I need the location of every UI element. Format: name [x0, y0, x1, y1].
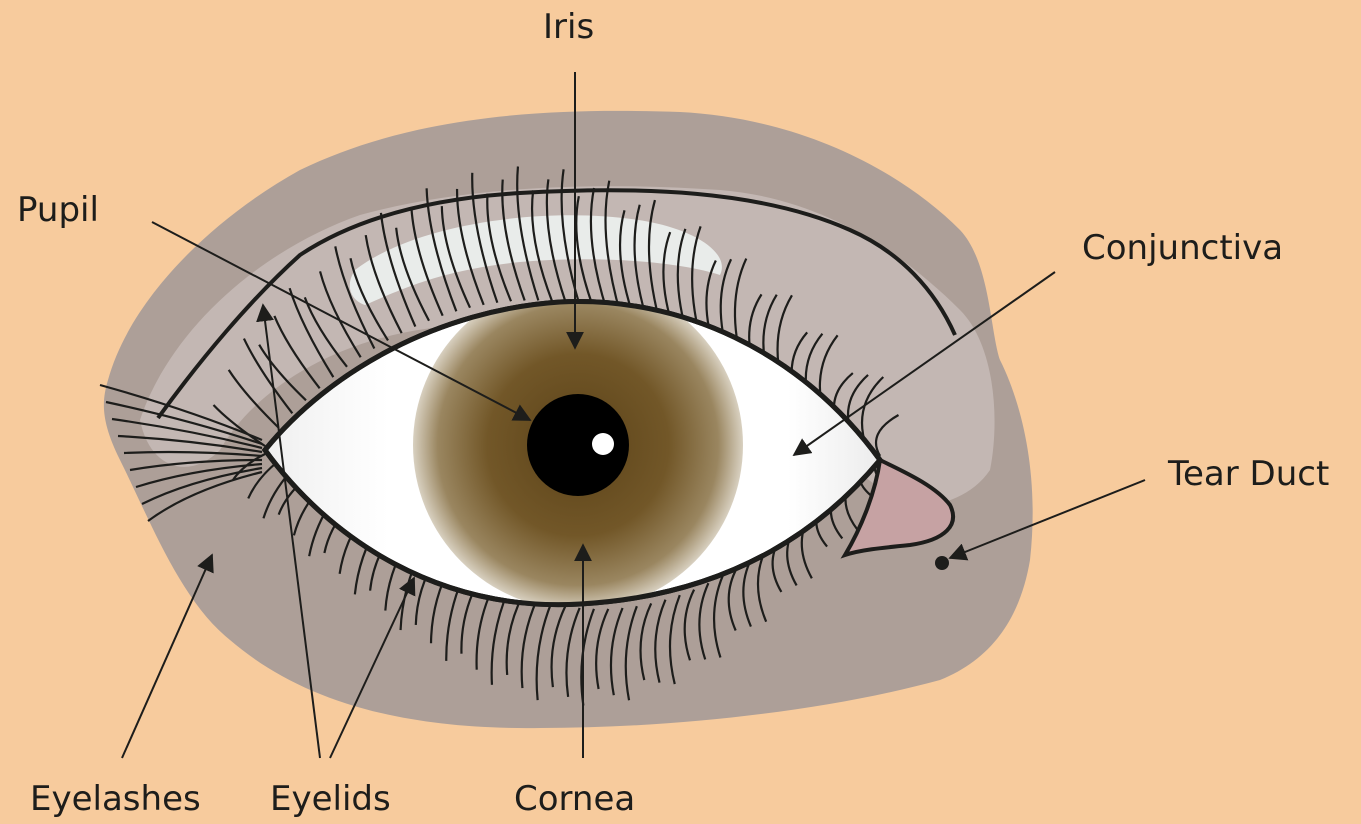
label-eyelids: Eyelids	[270, 782, 391, 816]
label-pupil: Pupil	[17, 193, 99, 227]
label-cornea: Cornea	[514, 782, 635, 816]
label-eyelashes: Eyelashes	[30, 782, 201, 816]
label-tear-duct: Tear Duct	[1168, 457, 1329, 491]
pupil-highlight	[592, 433, 614, 455]
label-conjunctiva: Conjunctiva	[1082, 231, 1283, 265]
eyelashes-pointer	[122, 555, 212, 758]
label-iris: Iris	[543, 10, 594, 44]
tear-duct-dot	[935, 556, 949, 570]
